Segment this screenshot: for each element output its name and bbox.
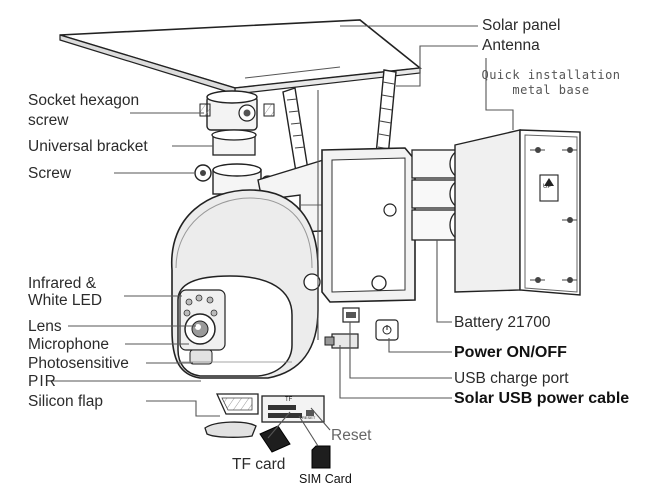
label-solar-panel: Solar panel [482,17,561,34]
metal-base [454,129,581,296]
slot-marking: TF [285,397,293,403]
reset-marking: RESET [302,415,316,420]
card-slot-panel [261,395,325,423]
label-usb-port: USB charge port [454,370,569,387]
label-power: Power ON/OFF [454,344,567,361]
label-lens: Lens [28,318,62,335]
camera-dome [171,189,319,379]
socket-hex-bracket [199,90,275,156]
label-antenna: Antenna [482,37,540,54]
solar-panel [59,19,423,95]
label-reset: Reset [331,427,372,444]
label-metal-base: Quick installation metal base [481,68,621,98]
label-photosensitive: Photosensitive [28,355,129,372]
label-screw: Screw [28,165,72,182]
label-metal-base-line2: metal base [512,83,590,97]
label-microphone: Microphone [28,336,109,353]
label-socket-hexagon-2: screw [28,112,69,129]
memory-cards [259,425,331,469]
up-marking: UP [543,184,552,190]
label-socket-hexagon-1: Socket hexagon [28,92,140,109]
ports-icons [324,307,399,349]
label-metal-base-line1: Quick installation [481,68,621,82]
label-infrared-1: Infrared & [28,275,97,292]
label-battery: Battery 21700 [454,314,551,331]
label-sim-card: SIM Card [299,472,352,486]
battery-box [303,147,416,303]
silicon-flap [204,393,259,438]
label-solar-cable: Solar USB power cable [454,390,630,407]
leader-lines [52,25,514,447]
label-tf-card: TF card [232,456,286,473]
label-silicon-flap: Silicon flap [28,393,103,410]
label-infrared-2: White LED [28,292,103,309]
label-pir: PIR [28,373,57,390]
antenna-left [282,87,309,173]
label-universal-bracket: Universal bracket [28,138,148,155]
